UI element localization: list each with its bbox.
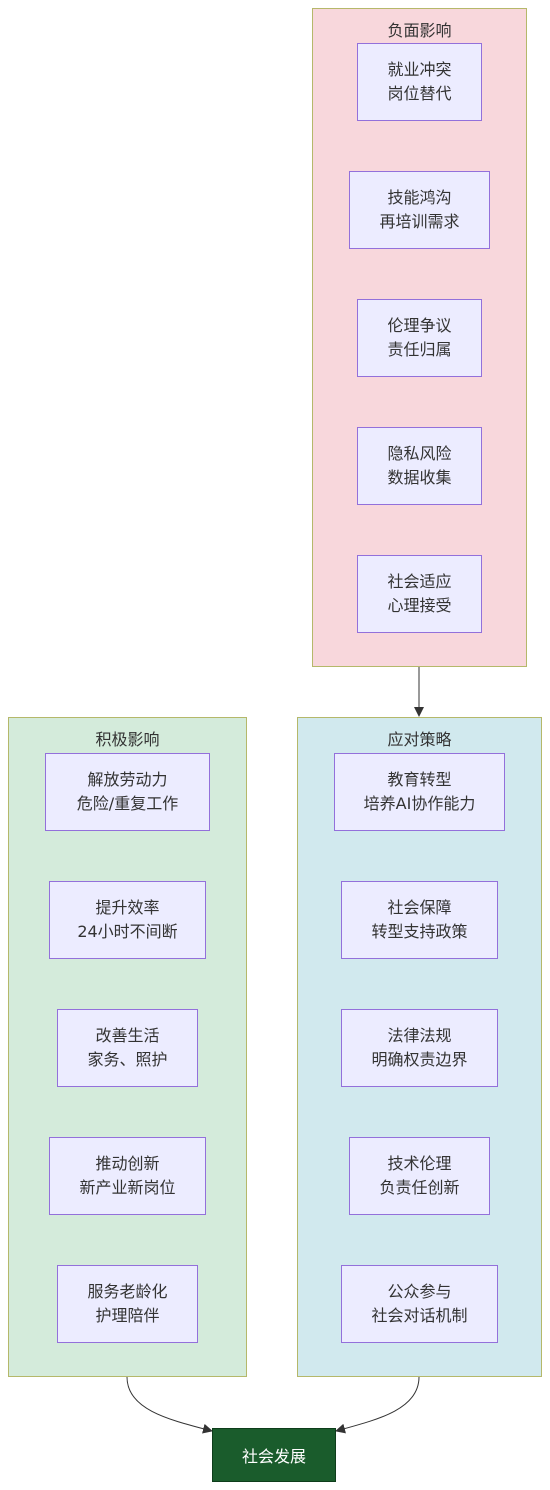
node-line: 提升效率 [95, 898, 160, 917]
node-line: 新产业新岗位 [79, 1178, 176, 1197]
node-line: 隐私风险 [387, 444, 452, 463]
group-title: 负面影响 [387, 21, 452, 40]
node-line: 服务老龄化 [87, 1282, 168, 1301]
node-social-adaptation[interactable]: 社会适应 心理接受 [357, 555, 482, 633]
node-improve-life[interactable]: 改善生活 家务、照护 [57, 1009, 198, 1087]
node-line: 技能鸿沟 [387, 188, 452, 207]
node-privacy-risk[interactable]: 隐私风险 数据收集 [357, 427, 482, 505]
node-line: 家务、照护 [87, 1050, 168, 1069]
node-innovation[interactable]: 推动创新 新产业新岗位 [49, 1137, 206, 1215]
node-line: 责任归属 [387, 340, 452, 359]
node-tech-ethics[interactable]: 技术伦理 负责任创新 [349, 1137, 490, 1215]
node-line: 就业冲突 [387, 60, 452, 79]
node-public-participation[interactable]: 公众参与 社会对话机制 [341, 1265, 498, 1343]
node-line: 公众参与 [387, 1282, 452, 1301]
node-line: 改善生活 [95, 1026, 160, 1045]
edge-positive-to-final [126, 1376, 213, 1434]
node-skill-gap[interactable]: 技能鸿沟 再培训需求 [349, 171, 490, 249]
node-line: 伦理争议 [387, 316, 452, 335]
node-line: 培养AI协作能力 [363, 794, 476, 813]
node-line: 推动创新 [95, 1154, 160, 1173]
group-title: 积极影响 [95, 730, 160, 749]
node-efficiency[interactable]: 提升效率 24小时不间断 [49, 881, 206, 959]
node-line: 法律法规 [387, 1026, 452, 1045]
node-line: 数据收集 [387, 468, 452, 487]
node-free-labor[interactable]: 解放劳动力 危险/重复工作 [45, 753, 210, 831]
node-line: 社会适应 [387, 572, 452, 591]
node-social-development[interactable]: 社会发展 [212, 1428, 336, 1482]
node-line: 心理接受 [387, 596, 452, 615]
node-line: 岗位替代 [387, 84, 452, 103]
node-law[interactable]: 法律法规 明确权责边界 [341, 1009, 498, 1087]
node-line: 24小时不间断 [77, 922, 178, 941]
node-employment-conflict[interactable]: 就业冲突 岗位替代 [357, 43, 482, 121]
node-line: 社会对话机制 [371, 1306, 468, 1325]
node-line: 解放劳动力 [87, 770, 168, 789]
node-line: 再培训需求 [379, 212, 460, 231]
node-ethics-dispute[interactable]: 伦理争议 责任归属 [357, 299, 482, 377]
node-social-security[interactable]: 社会保障 转型支持政策 [341, 881, 498, 959]
node-line: 教育转型 [387, 770, 452, 789]
node-line: 负责任创新 [379, 1178, 460, 1197]
edge-strategy-to-final [335, 1376, 420, 1434]
node-education[interactable]: 教育转型 培养AI协作能力 [334, 753, 505, 831]
node-line: 技术伦理 [387, 1154, 452, 1173]
node-line: 转型支持政策 [371, 922, 468, 941]
node-aging-service[interactable]: 服务老龄化 护理陪伴 [57, 1265, 198, 1343]
node-line: 护理陪伴 [95, 1306, 160, 1325]
node-line: 危险/重复工作 [76, 794, 179, 813]
node-line: 社会保障 [387, 898, 452, 917]
group-title: 应对策略 [387, 730, 452, 749]
node-line: 明确权责边界 [371, 1050, 468, 1069]
